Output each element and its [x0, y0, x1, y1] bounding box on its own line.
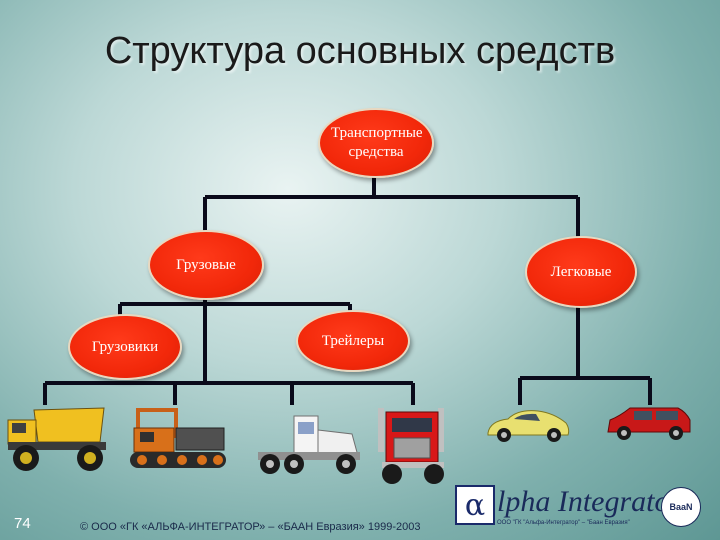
node-trailers: Трейлеры	[296, 310, 410, 372]
node-cargo: Грузовые	[148, 230, 264, 300]
node-trucks-label: Грузовики	[92, 338, 158, 357]
dump-truck-icon	[4, 402, 114, 474]
logo-subtitle: ООО "ГК "Альфа-Интегратор" – "Баан Евраз…	[497, 520, 630, 526]
node-passenger-label: Легковые	[551, 263, 612, 282]
node-trailers-label: Трейлеры	[322, 332, 385, 351]
white-semi-truck-icon	[254, 412, 366, 478]
tracked-truck-icon	[126, 404, 230, 476]
node-passenger: Легковые	[525, 236, 637, 308]
red-wagon-car-icon	[604, 402, 694, 442]
page-number: 74	[14, 515, 31, 532]
copyright-text: © ООО «ГК «АЛЬФА-ИНТЕГРАТОР» – «БААН Евр…	[80, 521, 420, 533]
logo-text: lpha Integrator	[497, 485, 681, 519]
alpha-integrator-logo: α lpha Integrator ООО "ГК "Альфа-Интегра…	[455, 485, 708, 527]
baan-logo-icon: BaaN	[661, 487, 701, 527]
node-transport: Транспортные средства	[318, 108, 434, 178]
alpha-icon: α	[455, 485, 495, 525]
node-transport-label: Транспортные средства	[331, 124, 421, 162]
yellow-sports-car-icon	[484, 405, 572, 445]
node-trucks: Грузовики	[68, 314, 182, 380]
red-semi-truck-icon	[372, 404, 454, 486]
node-cargo-label: Грузовые	[176, 256, 236, 275]
